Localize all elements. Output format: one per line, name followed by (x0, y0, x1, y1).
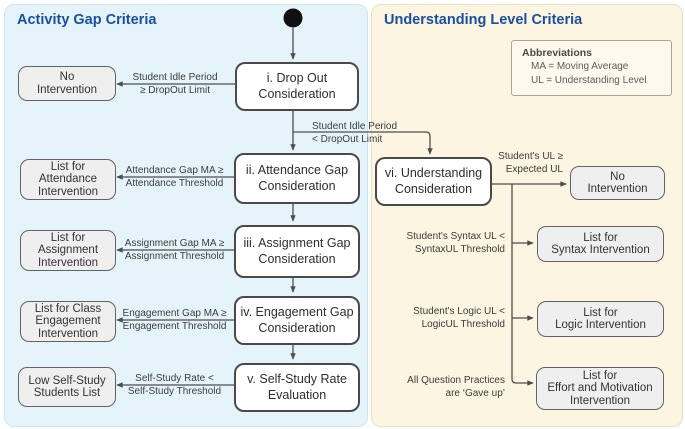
node-engagement-gap: iv. Engagement Gap Consideration (234, 296, 360, 345)
label-attendance-threshold: Attendance Gap MA ≥ Attendance Threshold (125, 165, 224, 189)
label-logic-threshold: Student's Logic UL < LogicUL Threshold (413, 306, 505, 330)
label-engagement-threshold: Engagement Gap MA ≥ Engagement Threshold (122, 308, 227, 332)
edge-understanding-to-effort (511, 184, 534, 386)
label-gave-up: All Question Practices are ‘Gave up’ (407, 375, 505, 399)
node-assignment-gap: iii. Assignment Gap Consideration (234, 225, 360, 278)
label-assignment-threshold: Assignment Gap MA ≥ Assignment Threshold (124, 238, 225, 262)
node-attendance-gap: ii. Attendance Gap Consideration (234, 153, 360, 204)
edge-dropout-to-understanding (293, 131, 433, 155)
node-selfstudy-evaluation: v. Self-Study Rate Evaluation (234, 363, 360, 412)
result-no-intervention-left: No Intervention (18, 66, 116, 101)
abbreviations-title: Abbreviations (522, 47, 593, 59)
activity-gap-title: Activity Gap Criteria (17, 12, 157, 28)
understanding-level-title: Understanding Level Criteria (384, 12, 583, 28)
abbreviations-legend: Abbreviations MA = Moving Average UL = U… (511, 40, 672, 96)
result-syntax-list: List for Syntax Intervention (537, 226, 664, 262)
result-attendance-list: List for Attendance Intervention (20, 159, 116, 200)
node-understanding-consideration: vi. Understanding Consideration (375, 157, 492, 206)
result-logic-list: List for Logic Intervention (537, 301, 664, 337)
label-idle-lt-dropout: Student Idle Period < DropOut Limit (312, 121, 398, 145)
result-no-intervention-right: No Intervention (570, 166, 665, 200)
label-idle-ge-dropout: Student Idle Period ≥ DropOut Limit (132, 72, 218, 96)
result-effort-list: List for Effort and Motivation Intervent… (536, 367, 664, 410)
node-dropout-consideration: i. Drop Out Consideration (235, 62, 359, 111)
label-ul-ge-expected: Student's UL ≥ Expected UL (498, 151, 563, 175)
label-selfstudy-threshold: Self-Study Rate < Self-Study Threshold (127, 373, 222, 397)
result-low-selfstudy-list: Low Self-Study Students List (18, 367, 116, 407)
result-assignment-list: List for Assignment Intervention (20, 230, 116, 271)
result-engagement-list: List for Class Engagement Intervention (20, 301, 116, 342)
abbreviations-items: MA = Moving Average UL = Understanding L… (531, 61, 647, 86)
label-syntax-threshold: Student's Syntax UL < SyntaxUL Threshold (406, 231, 505, 255)
start-node (283, 8, 303, 28)
